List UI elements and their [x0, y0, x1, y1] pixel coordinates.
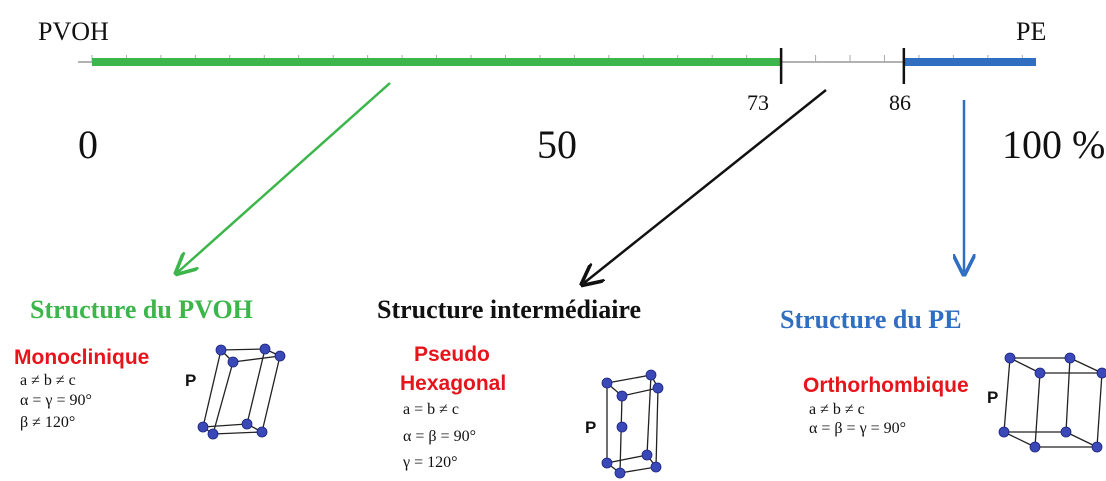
pe-lattice-letter: P: [987, 388, 998, 407]
hexagonal-cell-icon: [601, 369, 664, 479]
pvoh-param-2: α = γ = 90°: [20, 392, 92, 409]
pe-structure-block: Orthorhombique a ≠ b ≠ c α = β = γ = 90°…: [803, 352, 1106, 453]
pvoh-arrow: [178, 82, 391, 272]
marker-label-73: 73: [747, 90, 769, 115]
tick-label-100: 100 %: [1002, 122, 1105, 167]
pvoh-structure-title: Structure du PVOH: [30, 295, 253, 324]
intermediate-param-3: γ = 120°: [402, 454, 458, 471]
pe-structure-title: Structure du PE: [780, 305, 962, 334]
scale-right-label: PE: [1016, 17, 1046, 46]
intermediate-system-name-line2: Hexagonal: [400, 372, 506, 395]
pvoh-lattice-letter: P: [185, 371, 196, 390]
intermediate-structure-title: Structure intermédiaire: [377, 295, 641, 324]
composition-scale: PVOH PE 73 86 0 50 100 %: [38, 17, 1105, 167]
intermediate-structure-block: Pseudo Hexagonal a = b ≠ c α = β = 90° γ…: [400, 343, 664, 479]
intermediate-arrow: [584, 89, 827, 283]
pe-param-2: α = β = γ = 90°: [809, 420, 906, 437]
marker-label-86: 86: [889, 90, 911, 115]
tick-label-0: 0: [78, 122, 98, 167]
intermediate-system-name-line1: Pseudo: [414, 343, 490, 366]
orthorhombic-cell-icon: [998, 352, 1106, 453]
pvoh-system-name: Monoclinique: [14, 346, 149, 369]
pvoh-param-3: β ≠ 120°: [20, 414, 75, 431]
intermediate-param-2: α = β = 90°: [403, 428, 476, 445]
tick-label-50: 50: [537, 122, 577, 167]
pe-system-name: Orthorhombique: [803, 374, 969, 397]
pe-param-1: a ≠ b ≠ c: [809, 401, 865, 418]
pvoh-structure-block: Monoclinique a ≠ b ≠ c α = γ = 90° β ≠ 1…: [14, 343, 286, 440]
monoclinic-cell-icon: [197, 343, 286, 440]
intermediate-param-1: a = b ≠ c: [403, 401, 459, 418]
pvoh-param-1: a ≠ b ≠ c: [20, 372, 76, 389]
scale-left-label: PVOH: [38, 17, 109, 46]
intermediate-lattice-letter: P: [585, 418, 596, 437]
